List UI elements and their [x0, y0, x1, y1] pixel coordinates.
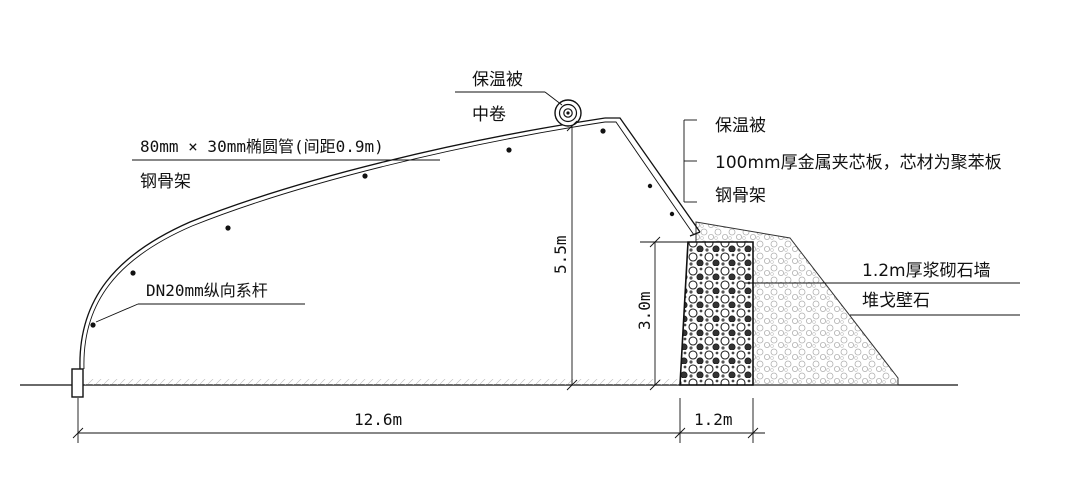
ground-hatch	[85, 379, 680, 385]
north-quilt-label: 保温被	[715, 116, 766, 136]
quilt-leader	[544, 91, 563, 106]
span-label: 12.6m	[354, 410, 402, 429]
wall-label: 1.2m厚浆砌石墙	[862, 261, 991, 281]
fill-label: 堆戈壁石	[862, 291, 930, 311]
wall-tick-top	[649, 236, 661, 248]
north-frame-label: 钢骨架	[715, 186, 766, 206]
tube-label: 80mm × 30mm椭圆管(间距0.9m)	[140, 137, 384, 156]
north-roof-inner	[605, 121, 695, 236]
span-tick-right	[747, 427, 759, 439]
wall-thickness-label: 1.2m	[694, 410, 733, 429]
quilt-roll-bottom-label: 中卷	[472, 105, 506, 125]
ridge-tick-bottom	[566, 379, 578, 391]
purlin-label: DN20mm纵向系杆	[146, 281, 268, 300]
stone-wall	[679, 241, 754, 386]
ridge-height-label: 5.5m	[551, 235, 570, 274]
arch-tube-outer	[79, 117, 606, 370]
roof-wall-joint	[689, 231, 701, 237]
north-panel-label: 100mm厚金属夹芯板，芯材为聚苯板	[715, 153, 1002, 173]
foundation-post	[71, 368, 84, 398]
purlin-dots	[90, 128, 675, 328]
frame-left-label: 钢骨架	[140, 172, 191, 192]
span-tick-mid	[674, 427, 686, 439]
ridge-tick-top	[566, 120, 578, 132]
quilt-roll-top-label: 保温被	[472, 70, 523, 90]
arch-tube-inner	[83, 121, 606, 370]
wall-height-label: 3.0m	[635, 291, 654, 330]
purlin-leader	[95, 303, 139, 323]
quilt-roll-icon	[554, 99, 582, 127]
span-tick-left	[72, 427, 84, 439]
wall-tick-bottom	[649, 379, 661, 391]
north-roof-outer	[605, 117, 701, 233]
